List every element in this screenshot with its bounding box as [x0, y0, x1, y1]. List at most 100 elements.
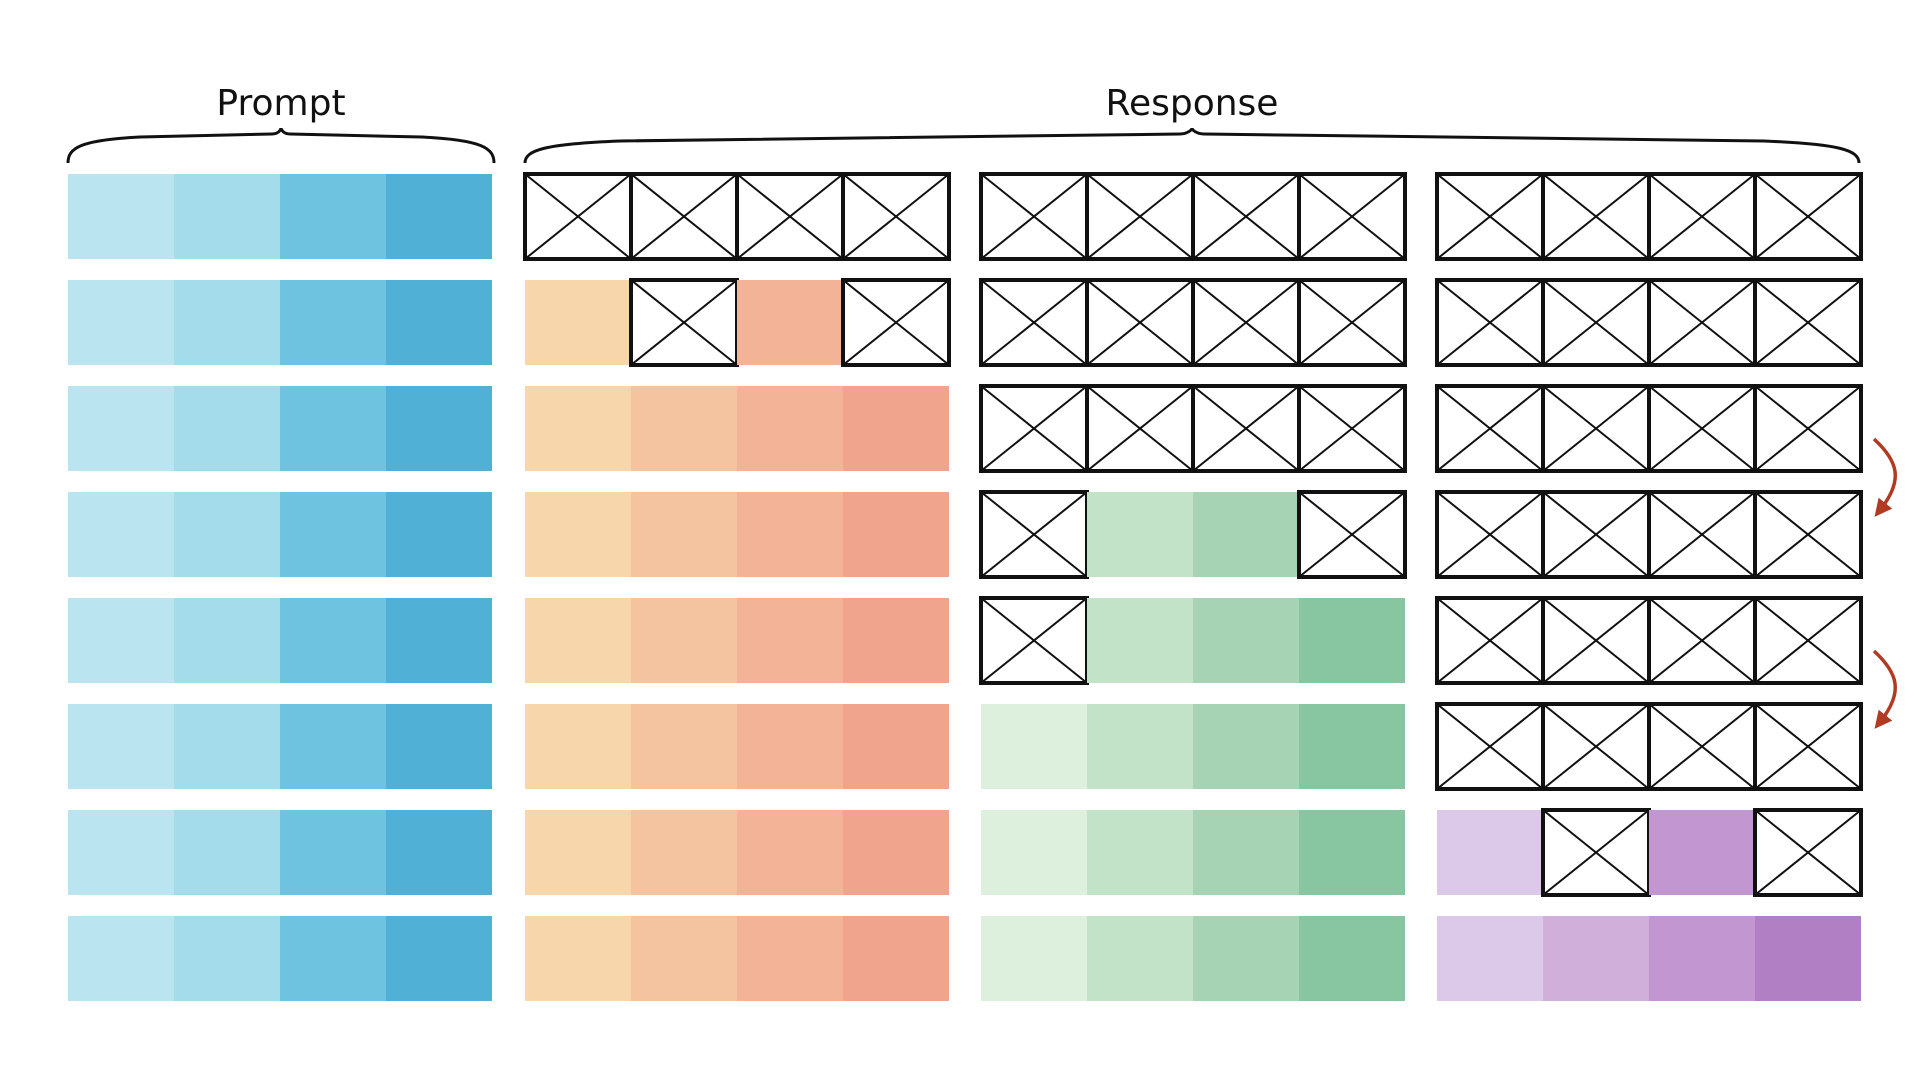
- mask-cell-border: [1753, 702, 1863, 791]
- mask-cross-line: [1436, 385, 1544, 472]
- masked-token: [1085, 384, 1195, 473]
- mask-cross-line: [980, 491, 1088, 578]
- decoded-token: [1087, 492, 1193, 577]
- step-arrows: [1872, 437, 1897, 729]
- masked-token: [1085, 278, 1195, 367]
- masked-token: [1753, 384, 1863, 473]
- decoded-token: [1193, 598, 1299, 683]
- decoded-token: [525, 916, 631, 1001]
- mask-cross-line: [1086, 279, 1194, 366]
- prompt-token: [68, 492, 174, 577]
- mask-cross-line: [1648, 597, 1756, 684]
- prompt-token: [386, 280, 492, 365]
- mask-cross-line: [1754, 385, 1862, 472]
- decoded-token: [525, 704, 631, 789]
- mask-cross-line: [1648, 385, 1756, 472]
- mask-cell-border: [1753, 490, 1863, 579]
- prompt-token: [68, 386, 174, 471]
- masked-token: [523, 172, 633, 261]
- masked-token: [1435, 490, 1545, 579]
- decoded-token: [843, 386, 949, 471]
- prompt-token: [280, 492, 386, 577]
- masked-token: [979, 596, 1089, 685]
- mask-cross-line: [1298, 491, 1406, 578]
- mask-cross-line: [1542, 173, 1650, 260]
- prompt-token: [68, 598, 174, 683]
- prompt-token: [386, 492, 492, 577]
- decoded-token: [1087, 704, 1193, 789]
- decoded-token: [631, 492, 737, 577]
- mask-cross-line: [1754, 703, 1862, 790]
- decoded-token: [525, 386, 631, 471]
- masked-token: [1647, 702, 1757, 791]
- masked-token: [1753, 490, 1863, 579]
- masked-token: [1541, 490, 1651, 579]
- decoded-token: [1543, 916, 1649, 1001]
- decoded-token: [1299, 704, 1405, 789]
- masked-token: [1297, 490, 1407, 579]
- mask-cross-line: [630, 279, 738, 366]
- mask-cross-line: [1648, 173, 1756, 260]
- mask-cross-line: [1436, 597, 1544, 684]
- prompt-token: [280, 598, 386, 683]
- decoded-token: [525, 598, 631, 683]
- mask-cross-line: [1192, 173, 1300, 260]
- decoded-token: [1299, 598, 1405, 683]
- prompt-token: [174, 598, 280, 683]
- mask-cross-line: [1436, 173, 1544, 260]
- masked-token: [1435, 702, 1545, 791]
- mask-cross-line: [1648, 491, 1756, 578]
- prompt-token: [386, 174, 492, 259]
- mask-cross-line: [1754, 173, 1862, 260]
- prompt-token: [174, 174, 280, 259]
- prompt-token: [68, 704, 174, 789]
- response-label: Response: [1106, 83, 1279, 124]
- prompt-token: [280, 280, 386, 365]
- mask-cross-line: [1298, 173, 1406, 260]
- prompt-token: [174, 916, 280, 1001]
- masked-token: [735, 172, 845, 261]
- mask-cell-border: [1753, 596, 1863, 685]
- mask-cross-line: [980, 597, 1088, 684]
- mask-cross-line: [1436, 491, 1544, 578]
- masked-token: [1647, 278, 1757, 367]
- masked-token: [1297, 172, 1407, 261]
- decoded-token: [843, 492, 949, 577]
- decoded-token: [1299, 916, 1405, 1001]
- prompt-token: [68, 174, 174, 259]
- sequence-row: [68, 384, 1863, 473]
- decoded-token: [981, 810, 1087, 895]
- decoded-token: [737, 810, 843, 895]
- decoded-token: [1087, 916, 1193, 1001]
- decoded-token: [1437, 916, 1543, 1001]
- decoded-token: [525, 810, 631, 895]
- step-arrow: [1872, 649, 1897, 729]
- masked-token: [1435, 384, 1545, 473]
- decoded-token: [525, 492, 631, 577]
- mask-cell-border: [841, 278, 951, 367]
- prompt-token: [68, 280, 174, 365]
- prompt-token: [68, 916, 174, 1001]
- decoded-token: [631, 386, 737, 471]
- mask-cross-line: [1192, 385, 1300, 472]
- prompt-token: [386, 916, 492, 1001]
- masked-token: [1541, 278, 1651, 367]
- masked-token: [1541, 702, 1651, 791]
- masked-token: [1753, 278, 1863, 367]
- prompt-token: [280, 704, 386, 789]
- mask-cross-line: [1754, 597, 1862, 684]
- decoded-token: [1649, 810, 1755, 895]
- decoded-token: [1193, 810, 1299, 895]
- response-brace: [523, 127, 1861, 164]
- prompt-token: [386, 386, 492, 471]
- prompt-token: [174, 704, 280, 789]
- masked-token: [1541, 596, 1651, 685]
- masked-token: [979, 490, 1089, 579]
- mask-cross-line: [842, 279, 950, 366]
- decoded-token: [737, 704, 843, 789]
- mask-cross-line: [1542, 385, 1650, 472]
- decoded-token: [1755, 916, 1861, 1001]
- sequence-row: [68, 490, 1863, 579]
- masked-token: [629, 172, 739, 261]
